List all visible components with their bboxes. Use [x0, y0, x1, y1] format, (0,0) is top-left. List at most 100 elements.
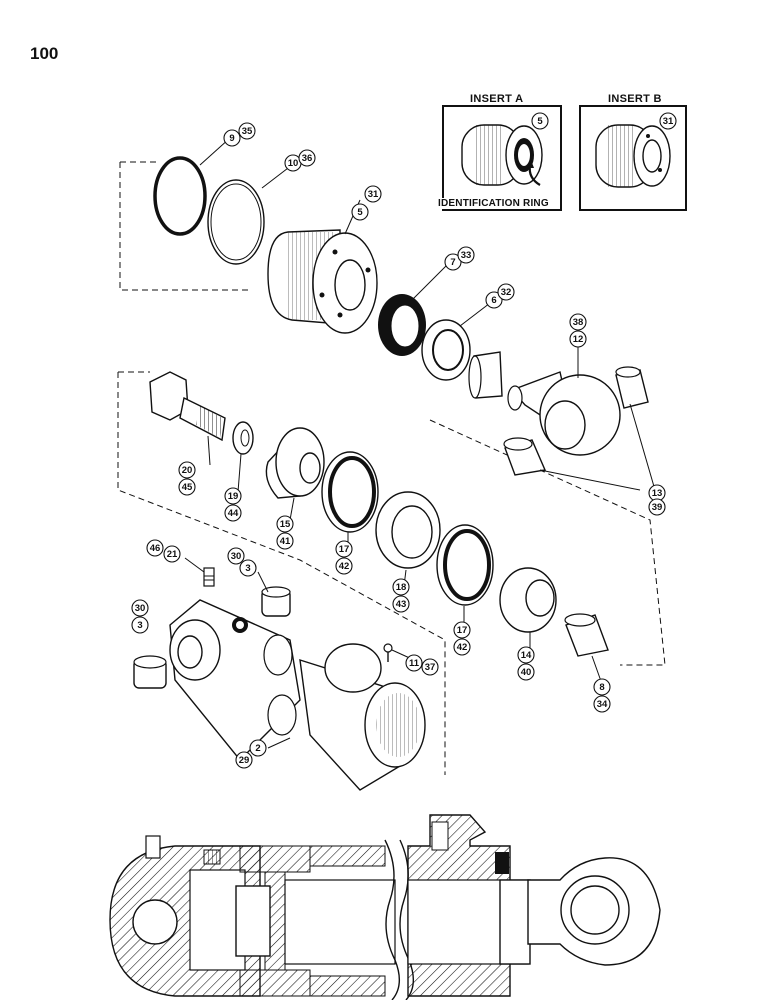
svg-text:34: 34	[597, 699, 608, 710]
bushing-13-right	[615, 366, 649, 409]
svg-text:40: 40	[521, 667, 532, 678]
identification-ring-label: IDENTIFICATION RING	[437, 198, 550, 209]
svg-text:31: 31	[663, 116, 674, 127]
svg-text:7: 7	[450, 257, 455, 268]
svg-text:3: 3	[137, 620, 142, 631]
callout-11: 11	[405, 654, 423, 672]
svg-text:38: 38	[573, 317, 584, 328]
callout-17a: 17	[335, 540, 353, 558]
assembled-cross-section	[109, 814, 661, 1000]
svg-text:11: 11	[409, 658, 420, 669]
callout-34: 34	[593, 695, 611, 713]
svg-text:29: 29	[239, 755, 250, 766]
insert-a-title: INSERT A	[470, 93, 524, 105]
callout-37: 37	[421, 658, 439, 676]
callout-35: 35	[238, 122, 256, 140]
callout-12: 12	[569, 330, 587, 348]
bushing-8	[564, 613, 609, 657]
piston-seal-17-b	[436, 524, 494, 606]
svg-text:39: 39	[652, 502, 663, 513]
callout-17b: 17	[453, 621, 471, 639]
svg-text:44: 44	[228, 508, 239, 519]
callout-3a: 3	[239, 559, 257, 577]
callout-39: 39	[648, 498, 666, 516]
callout-19: 19	[224, 487, 242, 505]
svg-text:30: 30	[231, 551, 242, 562]
callout-45: 45	[178, 478, 196, 496]
svg-text:6: 6	[491, 295, 496, 306]
callout-7: 7	[444, 253, 462, 271]
svg-text:5: 5	[357, 207, 363, 218]
svg-text:33: 33	[461, 250, 472, 261]
svg-text:31: 31	[368, 189, 379, 200]
nut-15	[265, 427, 325, 499]
callout-33: 33	[457, 246, 475, 264]
svg-text:32: 32	[501, 287, 512, 298]
callout-41: 41	[276, 532, 294, 550]
backup-ring-10	[207, 179, 265, 265]
callout-14: 14	[517, 646, 535, 664]
callout-insert-a: 5	[531, 112, 549, 130]
callout-32: 32	[497, 283, 515, 301]
rod-eye-12	[507, 371, 621, 456]
callout-insert-b: 31	[659, 112, 677, 130]
barrel-2	[169, 599, 426, 791]
insert-a-box	[442, 105, 562, 211]
callout-29: 29	[235, 751, 253, 769]
svg-text:35: 35	[242, 126, 253, 137]
svg-text:17: 17	[339, 544, 350, 555]
svg-text:12: 12	[573, 334, 584, 345]
callout-46: 46	[146, 539, 164, 557]
callout-9: 9	[223, 129, 241, 147]
callout-6: 6	[485, 291, 503, 309]
piston-seal-17-a	[321, 451, 379, 533]
svg-text:41: 41	[280, 536, 291, 547]
bushing-3-lower	[133, 655, 167, 689]
svg-text:9: 9	[229, 133, 234, 144]
svg-text:36: 36	[302, 153, 313, 164]
svg-text:43: 43	[396, 599, 407, 610]
callout-31: 31	[364, 185, 382, 203]
svg-text:14: 14	[521, 650, 532, 661]
svg-text:10: 10	[288, 158, 299, 169]
callout-15: 15	[276, 515, 294, 533]
callout-5: 5	[351, 203, 369, 221]
svg-text:46: 46	[150, 543, 161, 554]
wiper-seal-6	[421, 319, 471, 381]
svg-text:5: 5	[537, 116, 543, 127]
grease-fitting-21	[203, 567, 215, 587]
spacer-14	[499, 567, 557, 633]
insert-b-box	[579, 105, 687, 211]
callout-18: 18	[392, 578, 410, 596]
o-ring-9	[153, 156, 207, 236]
svg-text:17: 17	[457, 625, 468, 636]
page-number: 100	[30, 44, 59, 63]
callout-44: 44	[224, 504, 242, 522]
svg-text:15: 15	[280, 519, 291, 530]
svg-text:3: 3	[245, 563, 250, 574]
bushing-3-upper	[261, 586, 291, 617]
svg-text:20: 20	[182, 465, 193, 476]
callout-20: 20	[178, 461, 196, 479]
bolt-20	[149, 371, 226, 442]
callout-30b: 30	[131, 599, 149, 617]
screw-11	[383, 643, 393, 662]
gland-5	[267, 229, 378, 334]
bushing-sleeve	[468, 351, 503, 399]
svg-text:30: 30	[135, 603, 146, 614]
svg-text:21: 21	[167, 549, 178, 560]
rod-seal-7	[378, 294, 426, 356]
svg-text:19: 19	[228, 491, 239, 502]
callout-40: 40	[517, 663, 535, 681]
callout-8: 8	[593, 678, 611, 696]
piston-18	[375, 491, 441, 569]
svg-text:2: 2	[255, 743, 260, 754]
callout-42b: 42	[453, 638, 471, 656]
svg-text:18: 18	[396, 582, 407, 593]
svg-text:37: 37	[425, 662, 436, 673]
svg-text:8: 8	[599, 682, 604, 693]
callout-3b: 3	[131, 616, 149, 634]
callout-21: 21	[163, 545, 181, 563]
